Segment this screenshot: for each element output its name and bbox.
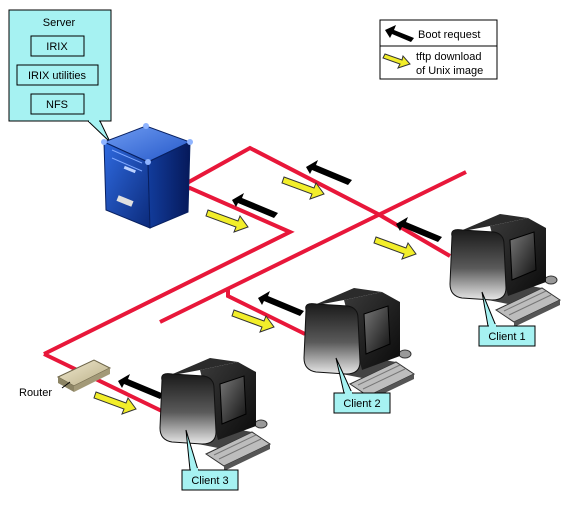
legend-tftp-line2: of Unix image [416,65,483,77]
callout-pointer [86,120,111,143]
server-title: Server [43,17,76,29]
client-1-label: Client 1 [488,331,525,343]
diagonal-cable [159,170,467,324]
boot-request-legend-icon [385,25,414,42]
server-tower-icon [101,123,193,229]
client2-branch-cable [226,289,306,336]
client-2-computer [303,287,415,402]
client-3-callout: Client 3 [181,429,239,491]
server-item-irix: IRIX [46,41,68,53]
client-2-callout: Client 2 [333,357,391,414]
tftp-arrow [373,236,417,260]
legend-boot-request: Boot request [418,29,480,41]
client3-drop-cable [43,352,169,416]
legend-box [379,19,498,80]
server-item-box [30,93,85,115]
router-label: Router [19,387,52,399]
boot-arrow [396,217,442,242]
router-leader-line [61,381,71,389]
server-upper-cable [159,145,452,258]
client-3-label: Client 3 [191,475,228,487]
client-1-callout: Client 1 [478,291,536,347]
tftp-legend-icon [382,53,411,69]
legend-tftp-line1: tftp download [416,51,481,63]
boot-arrow [232,193,278,218]
server-item-irix-utilities: IRIX utilities [28,70,87,82]
tftp-arrow [93,391,137,415]
client-3-computer [159,357,271,472]
server-item-nfs: NFS [46,99,68,111]
boot-request-arrows [118,160,442,399]
boot-arrow [118,374,164,399]
legend: Boot request tftp download of Unix image [379,19,498,80]
boot-arrow [306,160,352,185]
tftp-arrow [231,309,275,333]
tftp-arrow [281,176,325,200]
boot-arrow [258,291,304,316]
tftp-arrow [205,209,249,233]
server-callout: Server IRIX IRIX utilities NFS [8,9,112,143]
server-item-box [16,64,99,86]
tftp-download-arrows [93,176,417,415]
client-2-label: Client 2 [343,398,380,410]
server-item-box [30,35,85,57]
client-1-computer [449,213,561,328]
